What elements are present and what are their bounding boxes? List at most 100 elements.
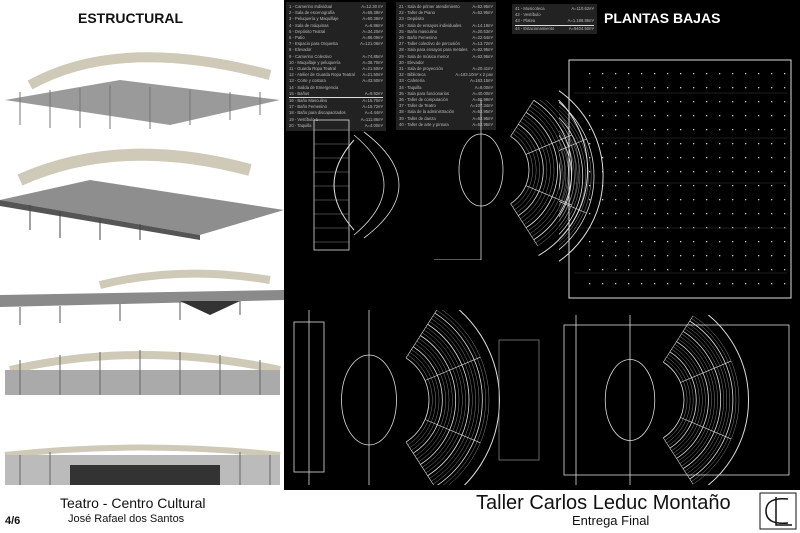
column-grid-point — [602, 143, 604, 145]
room-area: A=86.09m² — [362, 35, 383, 41]
column-grid-point — [680, 213, 682, 215]
room-name: 35 - Sala para funcionarios — [399, 90, 450, 96]
column-grid-point — [628, 129, 630, 131]
column-grid-point — [771, 73, 773, 75]
room-name: 22 - Taller de Piano — [399, 10, 436, 16]
seating-row — [559, 101, 595, 251]
column-grid-point — [706, 185, 708, 187]
seating-row — [512, 133, 533, 207]
column-grid-point — [745, 143, 747, 145]
column-grid-point — [615, 157, 617, 159]
room-area: A=62.95m² — [472, 47, 493, 53]
seating-row — [441, 310, 490, 485]
column-grid-point — [667, 185, 669, 187]
column-grid-point — [667, 199, 669, 201]
room-name: 25 - Baño masculino — [399, 28, 438, 34]
column-grid-point — [602, 283, 604, 285]
page-number: 4/6 — [5, 515, 21, 527]
room-area: A=20.53m² — [472, 28, 493, 34]
seating-row — [559, 146, 567, 206]
seating-row — [559, 121, 581, 231]
room-name: 15 - Baños — [289, 90, 310, 96]
column-grid-point — [784, 115, 786, 117]
room-name: 20 - Taquilla — [289, 122, 312, 128]
room-name: 44 - Estacionamiento — [515, 25, 555, 31]
aisle — [663, 315, 694, 363]
column-grid-point — [758, 171, 760, 173]
aisle — [405, 310, 438, 359]
column-grid-point — [693, 87, 695, 89]
column-grid-point — [758, 115, 760, 117]
column-grid-point — [719, 241, 721, 243]
seating-row — [686, 326, 727, 474]
foyer-wall — [538, 100, 589, 256]
column-grid-point — [680, 185, 682, 187]
column-grid-point — [667, 115, 669, 117]
seating-row — [407, 354, 433, 446]
column-grid-point — [680, 115, 682, 117]
column-grid-point — [641, 199, 643, 201]
column-grid-point — [693, 283, 695, 285]
room-area: A=22.64m² — [472, 35, 493, 41]
legend-row: 23 - Depósito — [399, 16, 493, 22]
column-grid-point — [693, 255, 695, 257]
column-grid-point — [628, 73, 630, 75]
column-grid-point — [641, 269, 643, 271]
column-grid-point — [719, 269, 721, 271]
column-grid-point — [680, 255, 682, 257]
legend-row: 8 - Elevador — [289, 47, 383, 53]
column-grid-point — [641, 171, 643, 173]
column-grid-point — [602, 157, 604, 159]
seating-row — [559, 162, 561, 190]
column-grid-point — [745, 171, 747, 173]
seating-row — [669, 351, 697, 449]
seating-row — [691, 318, 737, 482]
room-name: 33 - Cafetería — [399, 78, 425, 84]
room-area: A=74.85m² — [362, 53, 383, 59]
column-grid-point — [693, 171, 695, 173]
column-grid-point — [693, 241, 695, 243]
column-grid-point — [771, 255, 773, 257]
column-grid-point — [615, 101, 617, 103]
column-grid-point — [706, 199, 708, 201]
column-grid-point — [745, 199, 747, 201]
column-grid-point — [654, 283, 656, 285]
column-grid-point — [693, 213, 695, 215]
seating-row — [559, 125, 578, 227]
column-grid-point — [719, 171, 721, 173]
column-grid-point — [667, 129, 669, 131]
column-grid-point — [654, 213, 656, 215]
column-grid-point — [784, 87, 786, 89]
room-area: A=107.34m² — [470, 103, 493, 109]
structure-render-1 — [5, 52, 280, 129]
column-grid-point — [602, 255, 604, 257]
seating-row — [514, 130, 537, 210]
column-grid-point — [628, 143, 630, 145]
column-grid-point — [745, 213, 747, 215]
seating-row — [436, 310, 486, 485]
room-area: A=62.95m² — [472, 115, 493, 121]
column-grid-point — [615, 171, 617, 173]
room-name: 4 - Sala de máquinas — [289, 22, 329, 28]
room-name: 40 - Taller de arte y pintura — [399, 121, 449, 127]
room-area: A=9404.50m² — [568, 25, 594, 31]
room-name: 1 - Camerino Individual — [289, 4, 333, 9]
room-name: 6 - Patio — [289, 35, 305, 41]
column-grid-point — [615, 199, 617, 201]
room-area: A=6.86m² — [364, 22, 383, 28]
seating-row — [664, 359, 688, 441]
column-grid-point — [758, 269, 760, 271]
column-grid-point — [641, 87, 643, 89]
seating-row — [529, 106, 565, 234]
column-grid-point — [641, 227, 643, 229]
room-name: 11 - Guarda Ropa Teatral — [289, 66, 336, 72]
column-grid-point — [667, 213, 669, 215]
column-grid-point — [706, 241, 708, 243]
room-area: A=20.41m² — [472, 66, 493, 72]
column-grid-point — [628, 185, 630, 187]
column-grid-point — [732, 157, 734, 159]
column-grid-point — [745, 73, 747, 75]
